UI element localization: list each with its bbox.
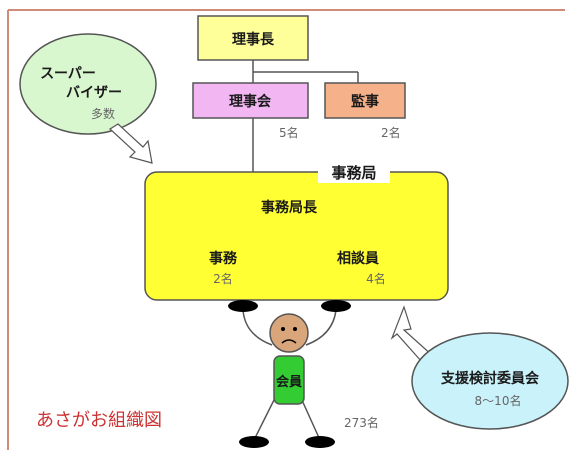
chairman-label: 理事長 — [232, 31, 275, 48]
board-count: 5名 — [279, 125, 299, 140]
chairman-box — [197, 15, 309, 61]
member-mouth — [281, 339, 297, 344]
office-director: 事務局長 — [261, 199, 318, 216]
board-label: 理事会 — [229, 93, 272, 110]
supervisor-arrow — [109, 123, 153, 164]
committee-count: 8～10名 — [475, 393, 522, 408]
clerk-label: 事務 — [209, 250, 238, 267]
member-label: 会員 — [276, 374, 302, 390]
committee-bubble — [411, 332, 569, 430]
member-limbs — [242, 309, 337, 441]
office-title-bg — [318, 161, 390, 183]
auditor-count: 2名 — [381, 125, 401, 140]
office-box — [144, 171, 449, 301]
auditor-box — [324, 82, 406, 119]
counselor-label: 相談員 — [337, 250, 379, 267]
board-box — [192, 82, 309, 119]
counselor-count: 4名 — [366, 271, 386, 286]
member-right-hand — [321, 300, 351, 312]
clerk-count: 2名 — [213, 271, 233, 286]
member-left-foot — [239, 436, 269, 448]
office-title: 事務局 — [331, 164, 376, 182]
member-figure: 会員 — [228, 300, 351, 448]
member-right-eye — [293, 327, 297, 331]
supervisor-label-line2: バイザー — [66, 85, 122, 101]
committee-label: 支援検討委員会 — [440, 370, 540, 387]
member-head — [269, 313, 309, 353]
member-count: 273名 — [344, 415, 379, 430]
member-left-hand — [228, 300, 258, 312]
chart-caption: あさがお組織図 — [36, 410, 162, 431]
supervisor-count: 多数 — [91, 106, 115, 121]
member-body — [273, 355, 305, 405]
supervisor-bubble — [19, 33, 157, 135]
auditor-label: 監事 — [351, 93, 379, 110]
member-right-foot — [305, 436, 335, 448]
supervisor-label-line1: スーパー — [40, 66, 96, 82]
member-left-eye — [281, 327, 285, 331]
